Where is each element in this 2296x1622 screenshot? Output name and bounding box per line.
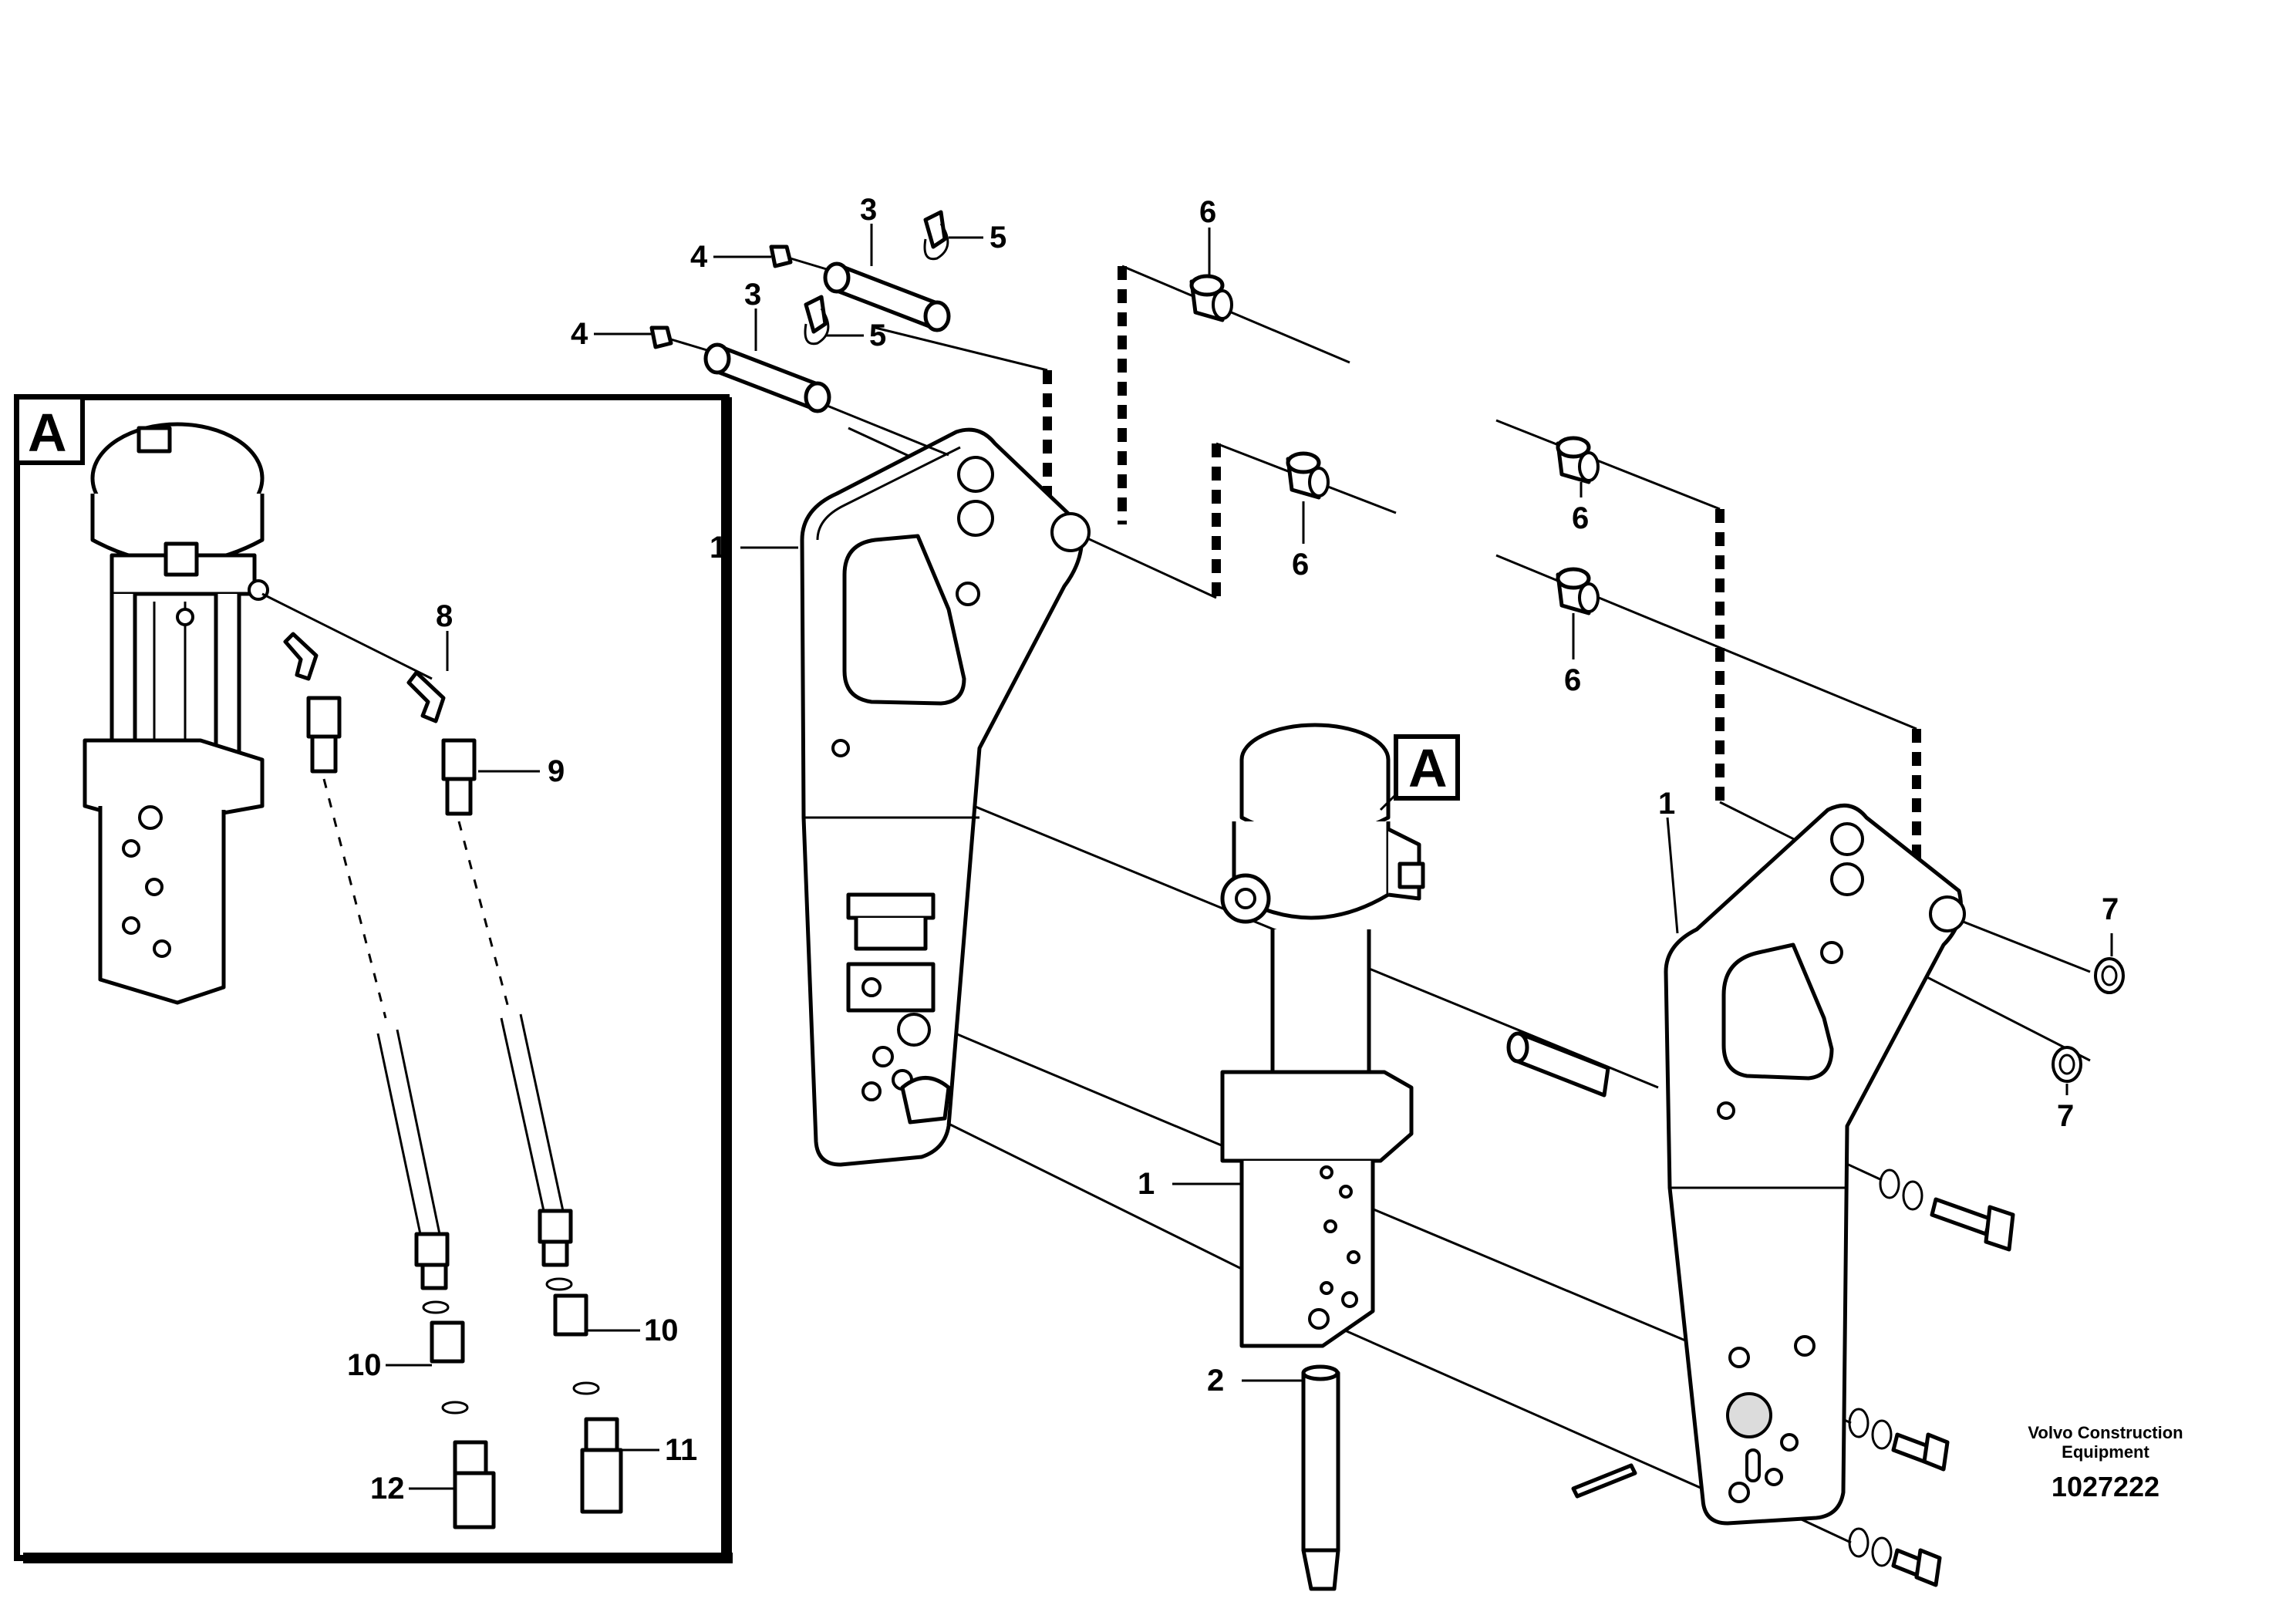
detail-hose-assembly <box>261 592 623 1529</box>
detail-a-tag <box>15 395 85 465</box>
callout-8: 8 <box>436 599 453 633</box>
detail-a-marker: A <box>1379 734 1460 811</box>
callout-10-right: 10 <box>644 1313 679 1347</box>
bushings-and-washers <box>1189 274 2125 1098</box>
callout-7-top: 7 <box>2102 892 2119 926</box>
bolts <box>1571 1168 2015 1587</box>
document-number: 1027222 <box>2052 1471 2159 1502</box>
main-callouts: 1 1 1 2 3 3 4 4 5 5 6 6 6 6 7 7 <box>571 193 2119 1398</box>
callout-6-mid: 6 <box>1292 548 1309 582</box>
callout-10-left: 10 <box>347 1348 382 1382</box>
detail-callouts: 8 9 10 10 11 12 <box>347 599 697 1506</box>
footer: Volvo Construction Equipment 1027222 <box>2028 1423 2183 1502</box>
left-mounting-bracket <box>800 427 1091 1167</box>
detail-a-panel: A <box>14 394 733 1563</box>
callout-2: 2 <box>1207 1364 1224 1398</box>
detail-a-letter: A <box>28 403 67 463</box>
callout-1-breaker: 1 <box>1138 1167 1155 1201</box>
brand-line-1: Volvo Construction <box>2028 1423 2183 1442</box>
detail-breaker-head <box>83 422 269 1005</box>
breaker-body <box>1220 723 1425 1348</box>
detail-a-marker-letter: A <box>1408 738 1448 798</box>
callout-7-low: 7 <box>2057 1099 2074 1133</box>
callout-5-top: 5 <box>990 221 1006 255</box>
callout-6-right-low: 6 <box>1564 663 1581 697</box>
callout-9: 9 <box>548 754 565 788</box>
callout-4-top: 4 <box>690 240 708 274</box>
callout-12: 12 <box>370 1472 405 1506</box>
callout-11: 11 <box>665 1433 697 1467</box>
pins-and-fittings <box>649 210 951 457</box>
callout-6-right-top: 6 <box>1572 501 1589 535</box>
callout-3-top: 3 <box>860 193 877 227</box>
callout-1-right-bracket: 1 <box>1658 787 1675 821</box>
callout-3-lower: 3 <box>744 278 761 312</box>
brand-line-2: Equipment <box>2062 1442 2149 1462</box>
chisel-tool <box>1301 1364 1340 1591</box>
callout-5-lower: 5 <box>869 319 886 352</box>
right-mounting-bracket <box>1664 803 1966 1526</box>
callout-1-left-bracket: 1 <box>710 531 727 565</box>
callout-4-lower: 4 <box>571 317 588 351</box>
callout-6-top: 6 <box>1199 195 1216 229</box>
